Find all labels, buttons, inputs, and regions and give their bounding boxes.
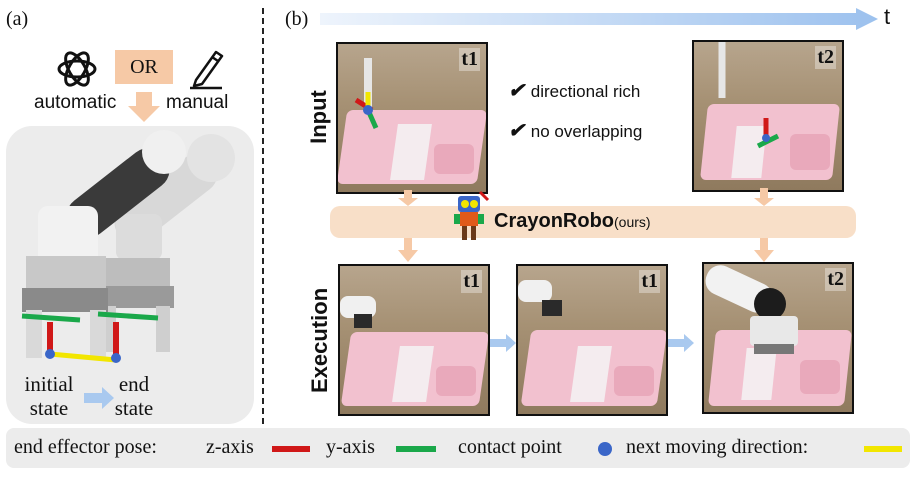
legend-z-axis-label: z-axis	[206, 436, 254, 458]
input-frame-1-time: t1	[459, 48, 480, 71]
input-frame-2-time: t2	[815, 46, 836, 69]
execution-row-label: Execution	[307, 287, 332, 393]
panel-a-label: (a)	[6, 8, 29, 30]
panel-divider	[262, 8, 264, 424]
input-down-arrow-icon	[754, 188, 774, 206]
down-arrow-icon	[128, 92, 160, 122]
check-icon: ✔	[508, 120, 525, 142]
time-axis-label: t	[884, 4, 891, 29]
robot-arm-illustration	[21, 130, 235, 363]
crayonrobo-label: CrayonRobo(ours)	[494, 210, 651, 232]
legend-contact-point-swatch	[598, 442, 612, 456]
execution-frame-1-time: t1	[461, 270, 482, 293]
manual-pencil-icon	[190, 50, 224, 90]
legend-y-axis-swatch	[396, 446, 436, 452]
execution-down-arrow-icon	[398, 238, 418, 262]
legend-contact-point-label: contact point	[458, 436, 562, 458]
legend-z-axis-swatch	[272, 446, 310, 452]
check-no-overlapping: ✔no overlapping	[508, 120, 643, 142]
end-state-label: end state	[114, 372, 154, 420]
time-arrow	[320, 8, 878, 30]
initial-state-label: initial state	[24, 372, 74, 420]
input-frame-1: t1	[336, 42, 488, 194]
execution-down-arrow-icon	[754, 238, 774, 262]
crayonrobo-bar	[330, 206, 856, 238]
crayon-robot-icon	[454, 190, 490, 240]
execution-frame-2-time: t1	[639, 270, 660, 293]
check-icon: ✔	[508, 80, 525, 102]
state-transition-arrow-icon	[84, 387, 114, 409]
input-down-arrow-icon	[398, 190, 418, 206]
input-row-label: Input	[306, 90, 331, 144]
execution-frame-2: t1	[516, 264, 668, 416]
check-directional-rich: ✔directional rich	[508, 80, 641, 102]
legend-prefix: end effector pose:	[14, 436, 157, 458]
legend-y-axis-label: y-axis	[326, 436, 375, 458]
legend-bar	[6, 428, 910, 468]
or-badge: OR	[115, 50, 173, 84]
execution-frame-1: t1	[338, 264, 490, 416]
panel-b-label: (b)	[285, 8, 309, 30]
automatic-label: automatic	[34, 92, 117, 113]
execution-next-arrow-icon	[668, 334, 694, 352]
execution-frame-3: t2	[702, 262, 854, 414]
automatic-ai-icon	[57, 51, 97, 87]
input-frame-2: t2	[692, 40, 844, 192]
execution-next-arrow-icon	[490, 334, 516, 352]
legend-moving-direction-label: next moving direction:	[626, 436, 809, 458]
manual-label: manual	[166, 92, 229, 113]
legend-moving-direction-swatch	[864, 446, 902, 452]
execution-frame-3-time: t2	[825, 268, 846, 291]
